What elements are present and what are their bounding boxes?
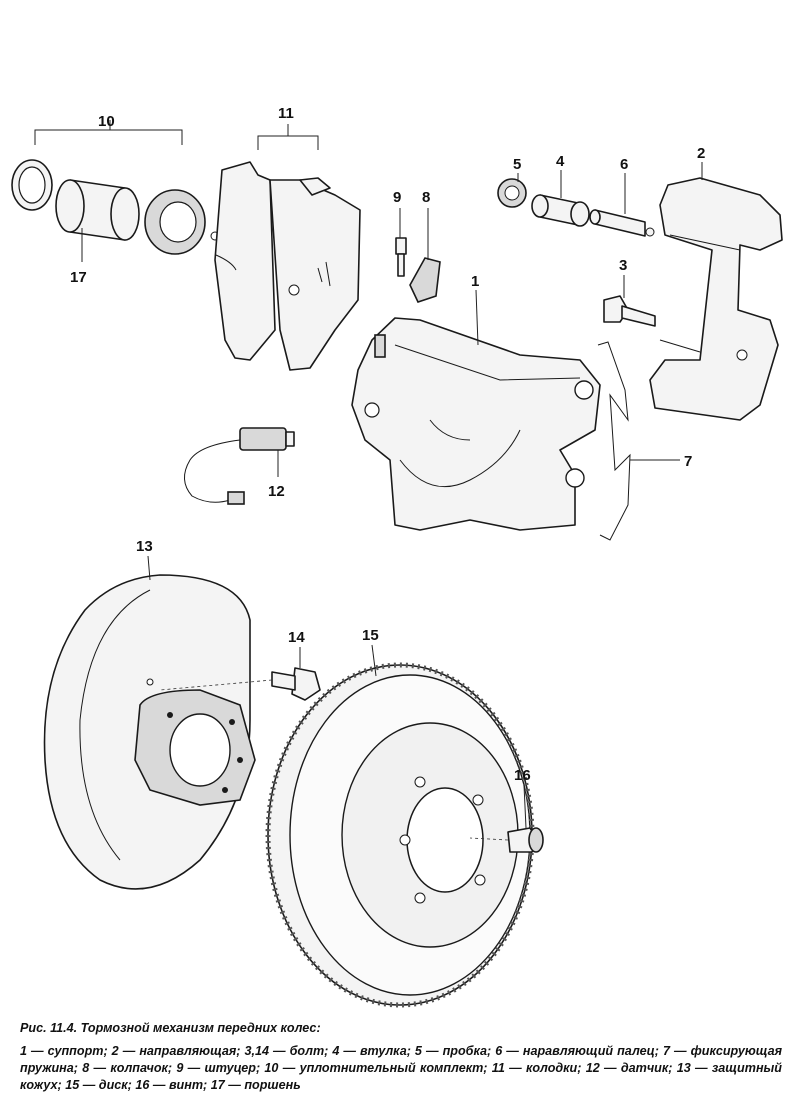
guide-bracket-part [649, 177, 783, 421]
bolt-14-part [271, 667, 321, 701]
callout-7: 7 [684, 453, 692, 470]
dust-shield-part [43, 574, 256, 890]
brake-pads-part [214, 161, 361, 371]
brake-disc-part [265, 662, 535, 1008]
seal-ring-part [11, 159, 53, 211]
bolt-3-part [603, 295, 656, 327]
callout-13: 13 [136, 538, 153, 555]
callout-15: 15 [362, 627, 379, 644]
guide-pin-part [589, 209, 655, 237]
plug-part [497, 178, 527, 208]
callout-16: 16 [514, 767, 531, 784]
caption-title: Рис. 11.4. Тормозной механизм передних к… [20, 1021, 321, 1035]
callout-1: 1 [471, 273, 479, 290]
callout-4: 4 [556, 153, 565, 170]
brake-exploded-diagram: 10 11 17 9 8 1 5 4 6 2 3 7 12 13 14 15 1… [11, 105, 783, 1008]
leader-lines [34, 120, 703, 829]
screw-16-part [507, 827, 544, 853]
bushing-part [531, 194, 590, 227]
callout-3: 3 [619, 257, 627, 274]
retaining-spring-part [597, 341, 631, 541]
bleeder-cap-part [409, 257, 441, 303]
callout-8: 8 [422, 189, 430, 206]
figure-caption: Рис. 11.4. Тормозной механизм передних к… [20, 1020, 782, 1094]
bleeder-nipple-part [395, 237, 407, 277]
piston-part [55, 179, 140, 241]
wear-sensor-part [184, 427, 295, 505]
callout-12: 12 [268, 483, 285, 500]
callout-2: 2 [697, 145, 705, 162]
callout-11: 11 [278, 105, 294, 122]
caliper-housing-part [351, 317, 601, 531]
caption-legend: 1 — суппорт; 2 — направляющая; 3,14 — бо… [20, 1044, 782, 1092]
callout-14: 14 [288, 629, 305, 646]
callout-10: 10 [98, 113, 115, 130]
callout-6: 6 [620, 156, 628, 173]
callout-9: 9 [393, 189, 401, 206]
callout-5: 5 [513, 156, 521, 173]
dust-boot-part [144, 189, 220, 255]
callout-17: 17 [70, 269, 87, 286]
